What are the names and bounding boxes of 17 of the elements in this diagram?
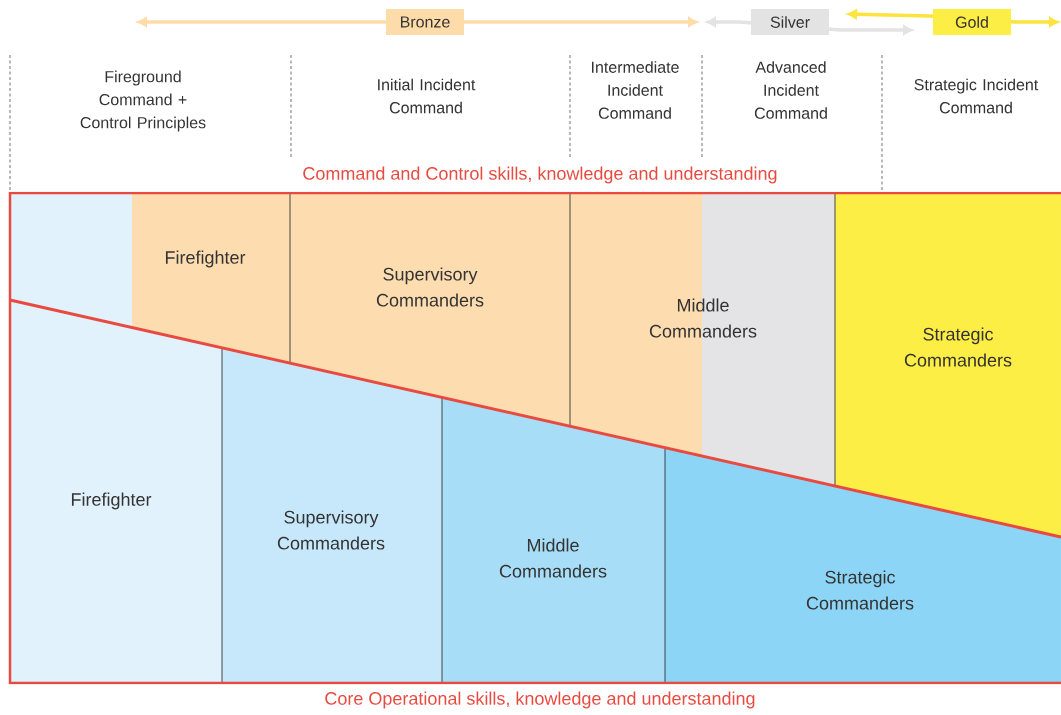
column-heading: Intermediate Incident Command (592, 61, 679, 119)
node-label: Supervisory Commanders (376, 267, 484, 307)
axis-caption: Core Operational skills, knowledge and understanding (323, 690, 757, 710)
column-heading: Initial Incident Command (378, 78, 476, 114)
band-label: Silver (751, 9, 829, 35)
tier-band: Strategic Commanders (835, 193, 1061, 537)
tier-band: Firefighter (132, 193, 290, 364)
tier-band: Strategic Commanders (665, 447, 1061, 683)
axis-caption: Command and Control skills, knowledge and understanding (301, 165, 779, 185)
column-heading: Advanced Incident Command (754, 61, 827, 119)
tier-band: Middle Commanders (570, 193, 835, 486)
band-label: Gold (933, 9, 1011, 35)
column-heading: Fireground Command + Control Principles (80, 70, 206, 132)
column-heading: Strategic Incident Command (914, 78, 1039, 114)
tier-band: Supervisory Commanders (222, 347, 442, 683)
band-label: Bronze (386, 9, 464, 35)
node-label: Middle Commanders (649, 298, 757, 338)
